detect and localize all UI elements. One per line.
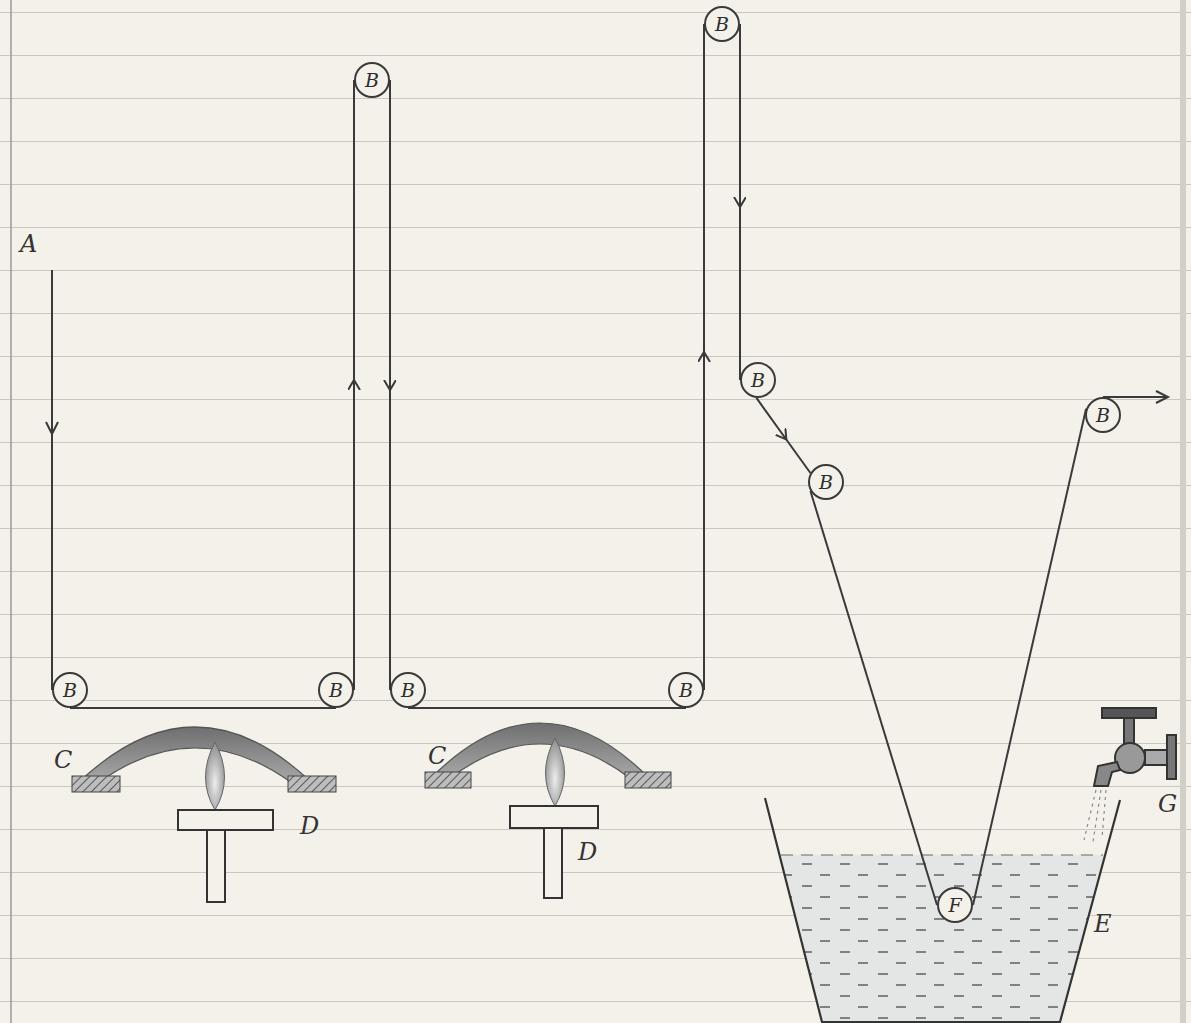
roller-letter: B xyxy=(751,371,765,390)
roller-letter: B xyxy=(715,15,729,34)
part-letter: C xyxy=(54,746,72,774)
roller-letter: B xyxy=(1096,406,1110,425)
fabric-strip xyxy=(353,80,355,690)
part-letter: D xyxy=(578,838,597,866)
fabric-strip xyxy=(703,24,705,690)
roller-letter: F xyxy=(948,896,961,915)
fabric-strip xyxy=(810,491,937,905)
roller-letter: B xyxy=(329,681,343,700)
fabric-strip xyxy=(973,409,1086,905)
roller-letter: B xyxy=(679,681,693,700)
singeing-burner xyxy=(425,723,671,898)
part-letter-box: D xyxy=(300,814,319,838)
part-letter-box: E xyxy=(1094,912,1112,936)
roller: F xyxy=(937,887,973,923)
roller: B xyxy=(52,672,88,708)
part-letter: C xyxy=(428,742,446,770)
roller: B xyxy=(704,6,740,42)
fabric-feed xyxy=(46,270,58,690)
fabric-exit xyxy=(1103,391,1168,403)
roller: B xyxy=(668,672,704,708)
part-letter-box: A xyxy=(20,232,37,256)
roller-letter: B xyxy=(63,681,77,700)
roller-letter: B xyxy=(365,71,379,90)
fabric-strip xyxy=(408,707,686,709)
fabric-strip xyxy=(389,80,391,690)
roller: B xyxy=(808,464,844,500)
roller: B xyxy=(390,672,426,708)
fabric-strip xyxy=(739,24,741,380)
part-letter: D xyxy=(300,812,319,840)
roller: B xyxy=(740,362,776,398)
part-letter-box: G xyxy=(1158,792,1177,816)
roller: B xyxy=(354,62,390,98)
water-trough xyxy=(765,798,1120,1023)
roller: B xyxy=(318,672,354,708)
part-letter: G xyxy=(1158,790,1177,818)
fabric-strip xyxy=(756,398,810,473)
part-letter: E xyxy=(1094,910,1112,938)
part-letter-box: D xyxy=(578,840,597,864)
singeing-burner xyxy=(72,727,336,902)
roller-letter: B xyxy=(401,681,415,700)
part-letter-box: C xyxy=(54,748,72,772)
fabric-strip xyxy=(70,707,336,709)
roller: B xyxy=(1085,397,1121,433)
part-letter-box: C xyxy=(428,744,446,768)
water-tap xyxy=(1084,708,1176,842)
roller-letter: B xyxy=(819,473,833,492)
part-letter: A xyxy=(20,230,37,258)
